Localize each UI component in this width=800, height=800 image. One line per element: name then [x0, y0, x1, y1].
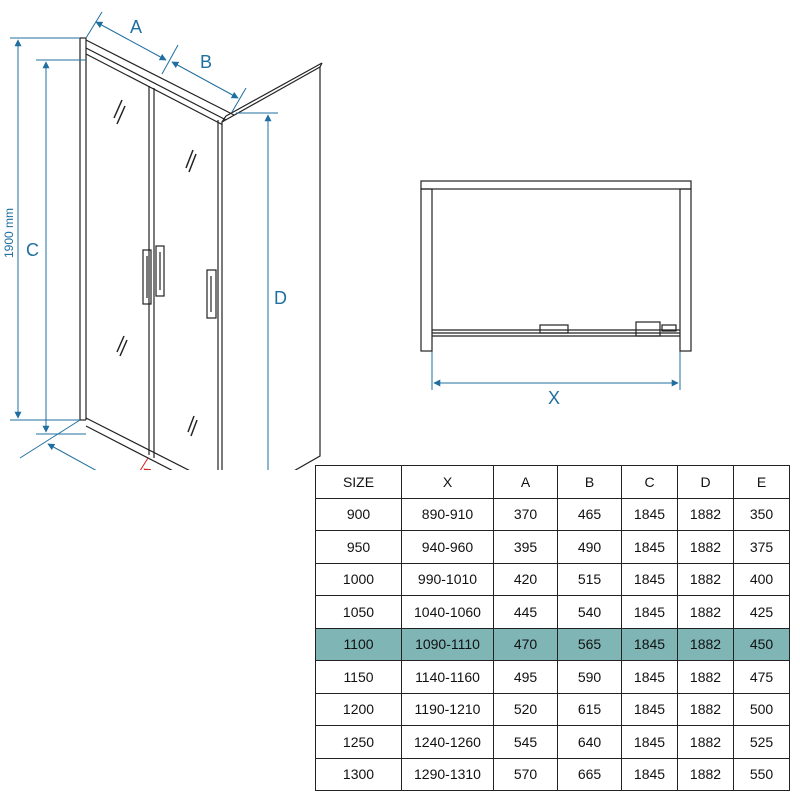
table-cell: 1845 — [621, 627, 678, 661]
table-cell: 1882 — [677, 497, 734, 531]
table-cell: 1290-1310 — [401, 757, 494, 791]
table-cell: 490 — [557, 530, 622, 564]
table-cell: 1882 — [677, 725, 734, 759]
table-cell: 1845 — [621, 595, 678, 629]
dim-label-c: C — [26, 240, 39, 260]
table-cell: 1200 — [315, 692, 402, 726]
table-cell: 470 — [493, 627, 558, 661]
table-cell: 590 — [557, 660, 622, 694]
col-header-e: E — [733, 465, 790, 499]
table-cell: 525 — [733, 725, 790, 759]
table-cell: 475 — [733, 660, 790, 694]
table-cell: 350 — [733, 497, 790, 531]
table-cell: 640 — [557, 725, 622, 759]
shower-enclosure-drawing — [79, 37, 323, 470]
table-cell: 1882 — [677, 627, 734, 661]
table-cell: 570 — [493, 757, 558, 791]
table-cell: 495 — [493, 660, 558, 694]
table-cell: 400 — [733, 562, 790, 596]
dim-label-d: D — [274, 288, 287, 308]
table-cell: 1882 — [677, 595, 734, 629]
table-cell: 1845 — [621, 725, 678, 759]
table-cell: 1050 — [315, 595, 402, 629]
table-cell: 395 — [493, 530, 558, 564]
table-cell: 445 — [493, 595, 558, 629]
dimension-lines — [10, 11, 681, 470]
col-header-c: C — [621, 465, 678, 499]
dim-label-b: B — [200, 52, 212, 72]
col-header-b: B — [557, 465, 622, 499]
table-cell: 1300 — [315, 757, 402, 791]
table-cell: 1190-1210 — [401, 692, 494, 726]
table-cell: 615 — [557, 692, 622, 726]
col-header-size: SIZE — [315, 465, 402, 499]
table-cell: 1150 — [315, 660, 402, 694]
table-cell: 950 — [315, 530, 402, 564]
col-header-d: D — [677, 465, 734, 499]
table-cell: 1845 — [621, 497, 678, 531]
e-dimension — [139, 457, 213, 470]
table-cell: 465 — [557, 497, 622, 531]
table-cell: 1845 — [621, 757, 678, 791]
table-cell: 425 — [733, 595, 790, 629]
table-header-row: SIZE X A B C D E — [315, 465, 790, 499]
table-cell: 1000 — [315, 562, 402, 596]
table-cell: 1140-1160 — [401, 660, 494, 694]
dim-label-a: A — [130, 17, 142, 37]
table-cell: 1090-1110 — [401, 627, 494, 661]
table-cell: 1250 — [315, 725, 402, 759]
table-cell: 1882 — [677, 530, 734, 564]
table-cell: 420 — [493, 562, 558, 596]
table-cell: 1882 — [677, 660, 734, 694]
col-header-a: A — [493, 465, 558, 499]
table-cell: 890-910 — [401, 497, 494, 531]
height-label: 1900 mm — [2, 208, 16, 258]
table-cell: 540 — [557, 595, 622, 629]
table-cell: 370 — [493, 497, 558, 531]
table-cell: 520 — [493, 692, 558, 726]
table-cell: 1240-1260 — [401, 725, 494, 759]
plan-view-drawing — [420, 180, 692, 352]
table-cell: 900 — [315, 497, 402, 531]
table-cell: 665 — [557, 757, 622, 791]
table-cell: 1845 — [621, 660, 678, 694]
table-cell: 1882 — [677, 692, 734, 726]
table-cell: 375 — [733, 530, 790, 564]
table-cell: 550 — [733, 757, 790, 791]
table-cell: 1882 — [677, 562, 734, 596]
plan-dim-label-x: X — [548, 388, 560, 408]
table-cell: 1040-1060 — [401, 595, 494, 629]
table-cell: 940-960 — [401, 530, 494, 564]
table-cell: 1882 — [677, 757, 734, 791]
table-cell: 1845 — [621, 562, 678, 596]
table-cell: 565 — [557, 627, 622, 661]
shower-dimension-diagram: A B C D X E 1900 mm X — [2, 11, 692, 470]
col-header-x: X — [401, 465, 494, 499]
table-cell: 515 — [557, 562, 622, 596]
table-cell: 1845 — [621, 530, 678, 564]
table-cell: 1845 — [621, 692, 678, 726]
table-cell: 500 — [733, 692, 790, 726]
table-cell: 990-1010 — [401, 562, 494, 596]
table-cell: 450 — [733, 627, 790, 661]
table-cell: 545 — [493, 725, 558, 759]
table-cell: 1100 — [315, 627, 402, 661]
